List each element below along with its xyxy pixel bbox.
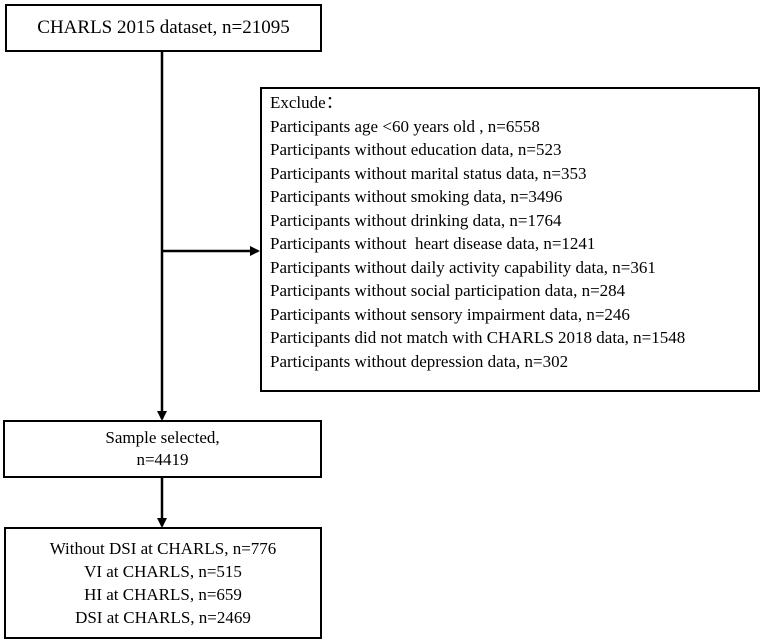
exclusion-item: Participants without smoking data, n=349… [270,187,563,206]
exclusion-item: Participants without heart disease data,… [270,234,596,253]
dataset-label: CHARLS 2015 dataset, n=21095 [37,17,290,38]
exclusion-item: Participants without drinking data, n=17… [270,210,562,230]
exclusion-item: Participants did not match with CHARLS 2… [270,328,686,347]
outcome-box: Without DSI at CHARLS, n=776 VI at CHARL… [4,527,322,639]
exclusion-item: Participants without sensory impairment … [270,304,630,324]
sample-label: Sample selected, [105,428,220,447]
dataset-box: CHARLS 2015 dataset, n=21095 [5,4,322,52]
exclusion-heading: Exclude： [270,93,343,112]
outcome-item: HI at CHARLS, n=659 [84,585,242,604]
sample-box: Sample selected, n=4419 [3,420,322,478]
exclusion-box: Exclude： Participants age <60 years old … [260,87,760,392]
exclusion-item: Participants without daily activity capa… [270,257,656,277]
outcome-item: VI at CHARLS, n=515 [84,562,242,581]
exclusion-item: Participants without education data, n=5… [270,140,562,159]
outcome-item: DSI at CHARLS, n=2469 [75,608,251,627]
outcome-item: Without DSI at CHARLS, n=776 [49,539,277,558]
exclusion-item: Participants without marital status data… [270,163,587,183]
exclusion-item: Participants without social participatio… [270,281,626,300]
exclusion-item: Participants age <60 years old , n=6558 [270,116,540,136]
exclusion-item: Participants without depression data, n=… [270,351,569,371]
sample-count: n=4419 [136,450,189,469]
